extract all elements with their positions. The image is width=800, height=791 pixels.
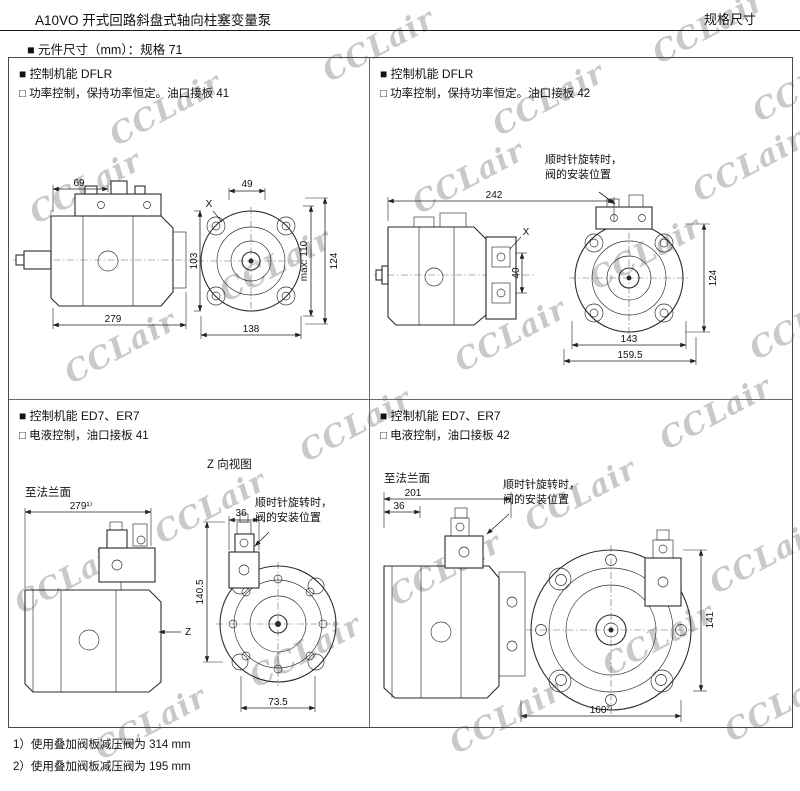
dim-160-sup2: 160²⁾ <box>590 705 612 716</box>
dim-279-sup1: 279¹⁾ <box>70 501 92 512</box>
panel-dflr-port41: ■ 控制机能 DFLR □ 功率控制，保持功率恒定。油口接板 41 <box>9 58 370 400</box>
side-view-outline <box>24 521 162 693</box>
flange-view-outline <box>569 194 689 339</box>
valve-position-note: 顺时针旋转时， 阀的安装位置 <box>545 154 622 181</box>
section-heading: ■ 元件尺寸（mm）：规格 71 <box>27 43 183 57</box>
dimension-lines <box>52 185 328 339</box>
footnote-1: 1）使用叠加阀板减压阀为 314 mm <box>13 739 191 751</box>
flange-view-outline <box>197 207 307 315</box>
dim-279: 279 <box>105 314 122 325</box>
dim-36: 36 <box>235 508 247 519</box>
dim-141: 141 <box>705 611 716 628</box>
drawing-ed7-42: 201 36 141 160²⁾ <box>383 488 716 722</box>
panel-title: ■ 控制机能 DFLR <box>19 67 113 81</box>
drawing-dflr-41: 69 279 X 49 103 max. 110 124 138 <box>13 178 340 339</box>
panel-dflr-port42: ■ 控制机能 DFLR □ 功率控制，保持功率恒定。油口接板 42 顺时针旋转时… <box>370 58 792 400</box>
dim-x-label: X <box>206 199 213 210</box>
dim-124: 124 <box>708 269 719 286</box>
dimension-lines <box>387 191 710 365</box>
page-title: A10VO 开式回路斜盘式轴向柱塞变量泵 <box>35 13 272 28</box>
panel-title: ■ 控制机能 ED7、ER7 <box>380 409 501 423</box>
dim-140_5: 140.5 <box>195 579 206 604</box>
panel-subtitle: □ 功率控制，保持功率恒定。油口接板 41 <box>19 88 230 100</box>
drawing-grid: ■ 控制机能 DFLR □ 功率控制，保持功率恒定。油口接板 41 <box>8 57 793 728</box>
panel-ed7-er7-port42: ■ 控制机能 ED7、ER7 □ 电液控制，油口接板 42 至法兰面 顺时针旋转… <box>370 400 792 727</box>
z-view-label: Z 向视图 <box>207 459 252 471</box>
dim-138: 138 <box>243 324 260 335</box>
dim-x-label: X <box>523 227 530 238</box>
dim-69: 69 <box>73 178 85 189</box>
panel-title: ■ 控制机能 ED7、ER7 <box>19 409 140 423</box>
panel-subtitle: □ 电液控制，油口接板 42 <box>380 430 510 442</box>
side-view-outline <box>374 212 534 326</box>
side-view-outline <box>13 180 195 307</box>
z-view-outline <box>216 513 340 686</box>
dim-40: 40 <box>511 267 522 279</box>
dimension-lines <box>383 492 707 722</box>
header-divider <box>0 30 800 31</box>
dim-159_5: 159.5 <box>617 350 642 361</box>
dim-242: 242 <box>486 191 503 201</box>
panel-subtitle: □ 功率控制，保持功率恒定。油口接板 42 <box>380 88 591 100</box>
dim-max110: max. 110 <box>299 240 310 281</box>
panel-ed7-er7-port41: ■ 控制机能 ED7、ER7 □ 电液控制，油口接板 41 Z 向视图 至法兰面… <box>9 400 370 727</box>
flange-face-label: 至法兰面 <box>25 487 71 499</box>
dim-124: 124 <box>329 252 340 269</box>
drawing-ed7-41: 279¹⁾ Z 36 140.5 73.5 <box>24 501 340 712</box>
flange-view-outline <box>526 529 696 715</box>
dim-103: 103 <box>189 252 200 269</box>
dim-73_5: 73.5 <box>268 697 288 708</box>
drawing-dflr-42: 242 X 40 124 143 159.5 <box>374 191 719 365</box>
panel-title: ■ 控制机能 DFLR <box>380 67 474 81</box>
valve-position-note: 顺时针旋转时， 阀的安装位置 <box>503 479 580 506</box>
dimension-lines <box>24 508 316 712</box>
footnote-2: 2）使用叠加阀板减压阀为 195 mm <box>13 761 191 773</box>
panel-subtitle: □ 电液控制，油口接板 41 <box>19 430 149 442</box>
dim-143: 143 <box>621 334 638 345</box>
side-view-outline <box>383 507 526 699</box>
page-corner-label: 规格尺寸 <box>703 12 756 27</box>
valve-position-note: 顺时针旋转时， 阀的安装位置 <box>255 497 332 524</box>
z-axis-label: Z <box>185 627 191 638</box>
dim-49: 49 <box>241 179 253 190</box>
flange-face-label: 至法兰面 <box>384 473 430 485</box>
dim-201: 201 <box>405 488 422 499</box>
dim-36: 36 <box>393 501 405 512</box>
